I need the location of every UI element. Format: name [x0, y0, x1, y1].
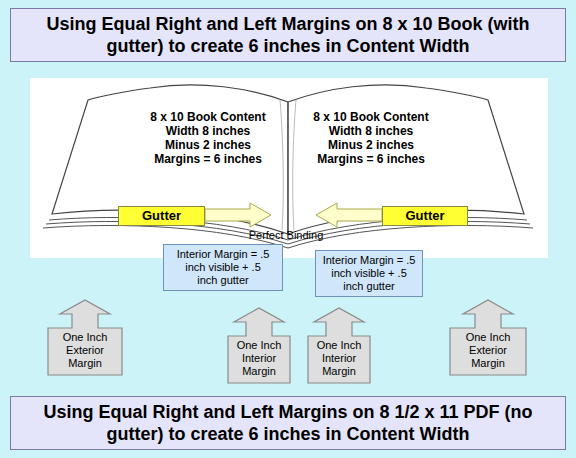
- node-text: Gutter: [387, 208, 463, 224]
- node-text: Interior Margin = .5 inch visible + .5 i…: [322, 254, 416, 293]
- node-text: Gutter: [123, 208, 200, 224]
- arrow-shape: [48, 300, 122, 375]
- node-text: One Inch Exterior Margin: [51, 331, 119, 370]
- gutter-shade: [280, 100, 296, 230]
- arrow-shape: [450, 300, 526, 375]
- margin-arrow: One Inch Interior Margin: [228, 308, 290, 383]
- caption-text: Using Equal Right and Left Margins on 8 …: [38, 401, 538, 445]
- page-text: 8 x 10 Book Content Width 8 inches Minus…: [311, 110, 431, 166]
- arrow-shape: [228, 308, 290, 383]
- margin-arrow: One Inch Interior Margin: [308, 308, 370, 383]
- margin-arrow: One Inch Exterior Margin: [48, 300, 122, 375]
- spine: [287, 102, 289, 234]
- arrow-shape: [308, 308, 370, 383]
- margin-arrow: One Inch Exterior Margin: [450, 300, 526, 375]
- gutter-arrow: [316, 203, 382, 227]
- right-page: [288, 85, 524, 234]
- node-text: One Inch Exterior Margin: [453, 331, 523, 370]
- binding-label: Perfect Binding: [236, 229, 336, 242]
- illustration-ground: [30, 78, 548, 258]
- left-page: [52, 85, 288, 234]
- gutter-arrow: [205, 203, 271, 227]
- page-text: 8 x 10 Book Content Width 8 inches Minus…: [148, 110, 268, 166]
- node-text: Interior Margin = .5 inch visible + .5 i…: [176, 248, 270, 287]
- gutter-box: Gutter: [382, 206, 468, 226]
- margin-callout: Interior Margin = .5 inch visible + .5 i…: [163, 244, 283, 291]
- node-text: One Inch Interior Margin: [311, 339, 367, 378]
- title-banner: Using Equal Right and Left Margins on 8 …: [10, 8, 566, 62]
- title-text: Using Equal Right and Left Margins on 8 …: [38, 13, 538, 57]
- gutter-box: Gutter: [118, 206, 205, 226]
- node-text: One Inch Interior Margin: [231, 339, 287, 378]
- caption-banner: Using Equal Right and Left Margins on 8 …: [10, 396, 566, 450]
- margin-callout: Interior Margin = .5 inch visible + .5 i…: [315, 250, 423, 297]
